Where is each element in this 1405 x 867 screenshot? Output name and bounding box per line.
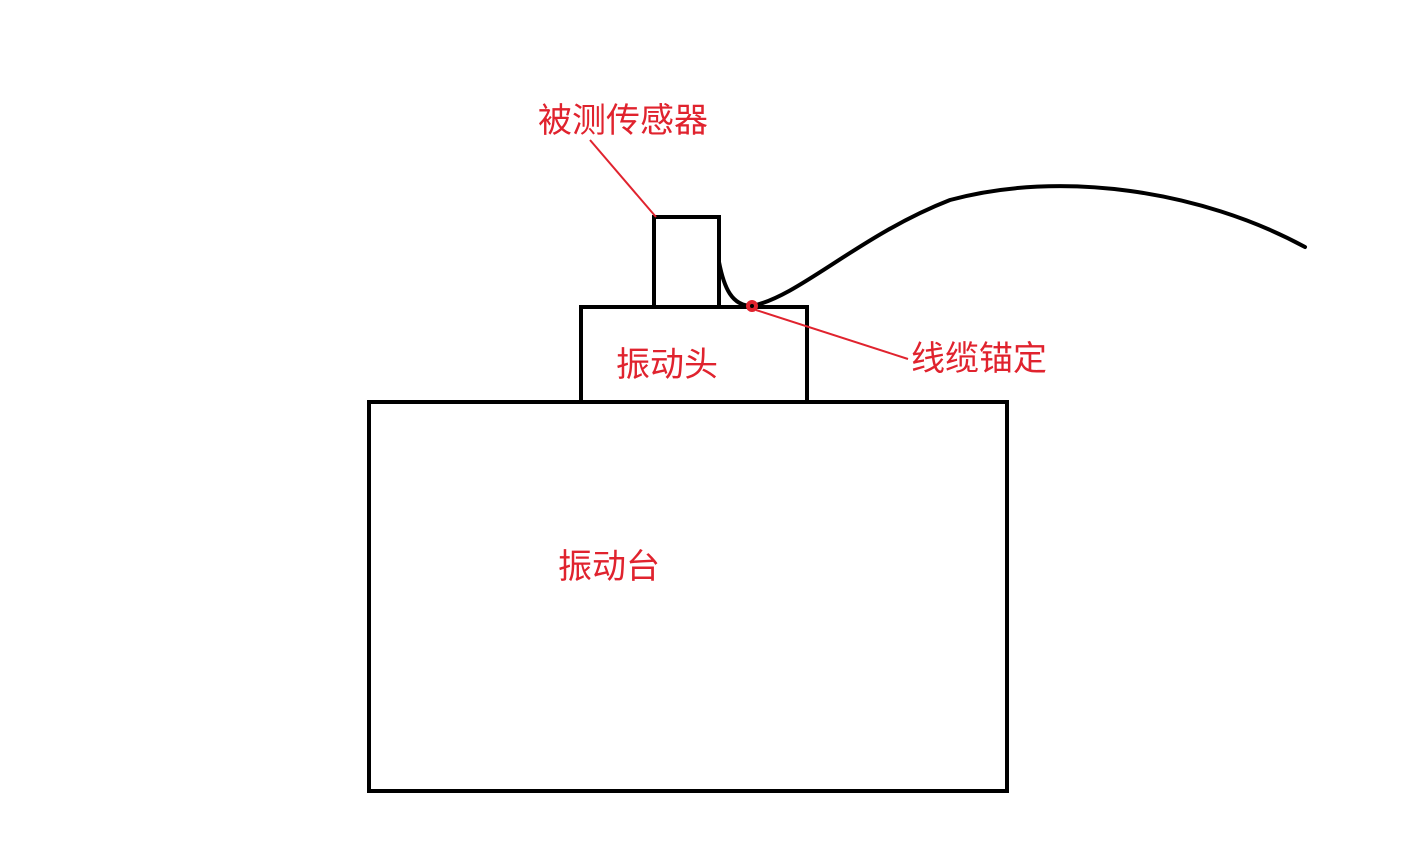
vibration-table-label: 振动台 [558, 547, 660, 587]
vibration-table-box [367, 400, 1009, 793]
cable-anchor-point-core [750, 304, 754, 308]
sensor-label: 被测传感器 [538, 101, 708, 141]
sensor-leader-line [589, 139, 657, 218]
sensor-box [652, 215, 721, 309]
anchor-leader-line [755, 309, 909, 360]
anchor-label: 线缆锚定 [911, 339, 1047, 379]
vibration-head-label: 振动头 [616, 345, 718, 385]
cable-line [717, 184, 1307, 309]
